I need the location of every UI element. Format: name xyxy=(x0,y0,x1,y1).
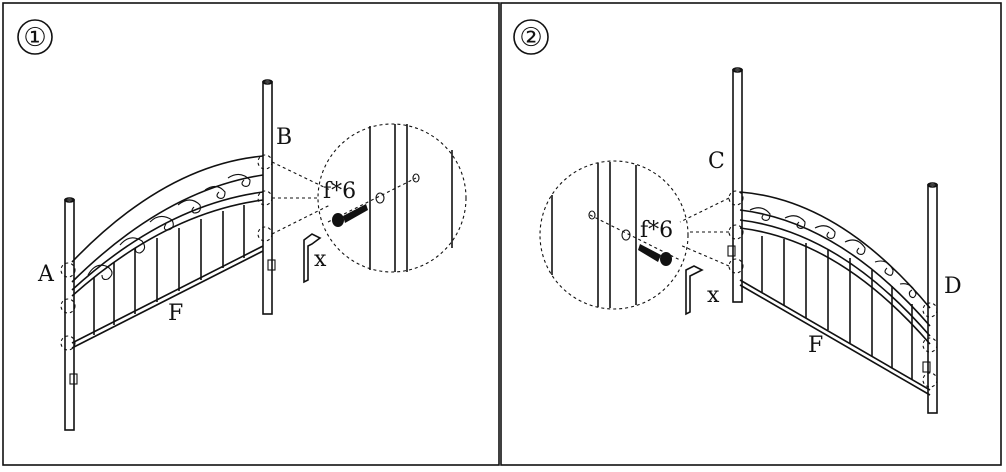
panel-1-frame xyxy=(2,2,500,466)
label-hardware-1: f*6 xyxy=(323,179,356,204)
label-rail-f-1: F xyxy=(168,301,183,326)
label-post-b: B xyxy=(276,125,292,150)
step-1-circle xyxy=(17,19,53,55)
post-c xyxy=(727,67,743,303)
zoom-detail-panel-2 xyxy=(539,160,689,310)
allen-key-icon-2 xyxy=(685,265,704,316)
zoom-detail-panel-1 xyxy=(317,123,467,273)
post-d xyxy=(922,182,938,414)
post-b xyxy=(262,79,276,315)
step-2-circle xyxy=(513,19,549,55)
bolt-icon xyxy=(332,204,368,227)
bolt-icon-2 xyxy=(638,244,672,266)
label-tool-1: x xyxy=(314,247,327,272)
joint-markers-panel-1 xyxy=(60,154,273,351)
headboard-frame-f xyxy=(71,155,264,349)
label-post-a: A xyxy=(37,262,55,287)
label-hardware-2: f*6 xyxy=(640,218,673,243)
allen-key-icon xyxy=(303,233,322,284)
joint-markers-panel-2 xyxy=(728,190,938,388)
post-a xyxy=(64,197,78,431)
step-2-number: ② xyxy=(519,23,542,53)
headboard-frame-f-2 xyxy=(739,191,931,396)
label-post-c: C xyxy=(708,149,725,174)
step-1-number: ① xyxy=(23,23,46,53)
label-tool-2: x xyxy=(707,283,720,308)
panel-1: ① xyxy=(2,2,500,466)
panel-2-frame xyxy=(500,2,1002,466)
label-post-d: D xyxy=(944,274,962,299)
label-rail-f-2: F xyxy=(808,333,823,358)
panel-2: ② xyxy=(500,2,1002,466)
